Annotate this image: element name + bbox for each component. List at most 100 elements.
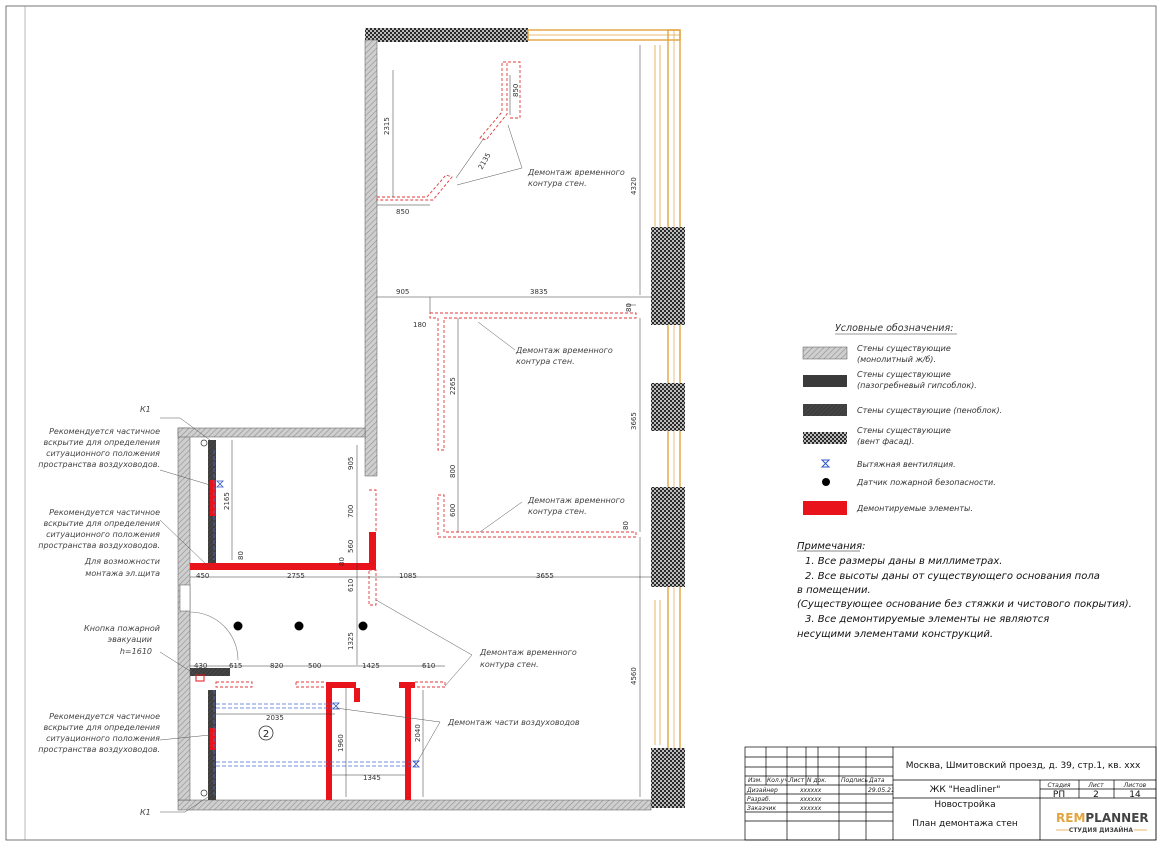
- demolish-wall-lower-v2: [405, 682, 411, 800]
- svg-text:14: 14: [1129, 790, 1141, 800]
- svg-text:Кнопка пожарной: Кнопка пожарной: [84, 624, 160, 633]
- dim-2165: 2165: [223, 492, 231, 510]
- wall-bottom: [177, 799, 652, 811]
- svg-text:Рекомендуется частичное: Рекомендуется частичное: [49, 427, 160, 436]
- pier-right-3: [651, 487, 685, 587]
- dim-905-b: 905: [347, 457, 355, 470]
- demolish-wall-horizontal: [190, 563, 370, 570]
- demolish-wall-vertical: [369, 532, 376, 570]
- svg-text:Рекомендуется частичное: Рекомендуется частичное: [49, 712, 160, 721]
- svg-text:Демонтируемые элементы.: Демонтируемые элементы.: [856, 504, 973, 513]
- partition-horizontal: [190, 668, 230, 676]
- svg-text:29.05.21: 29.05.21: [868, 787, 895, 794]
- vent-icon: [216, 480, 420, 768]
- svg-text:пространства воздуховодов.: пространства воздуховодов.: [38, 541, 160, 550]
- left-note-4: Рекомендуется частичное вскрытие для опр…: [38, 712, 160, 754]
- wall-top-facade: [365, 28, 528, 42]
- svg-text:Стены существующие (пеноблок).: Стены существующие (пеноблок).: [857, 406, 1002, 415]
- svg-text:xxxxxx: xxxxxx: [799, 796, 822, 803]
- svg-text:несущими элементами конструкци: несущими элементами конструкций.: [797, 629, 993, 640]
- svg-text:h=1610: h=1610: [120, 647, 152, 656]
- svg-text:вскрытие для определения: вскрытие для определения: [43, 723, 160, 732]
- svg-text:Разраб.: Разраб.: [747, 796, 771, 803]
- dim-800: 800: [449, 465, 457, 478]
- svg-text:Стадия: Стадия: [1047, 782, 1070, 789]
- legend-swatch-gypsum: [803, 375, 847, 387]
- dim-1085: 1085: [399, 572, 417, 580]
- dim-2315: 2315: [383, 117, 391, 135]
- svg-text:Вытяжная вентиляция.: Вытяжная вентиляция.: [857, 460, 956, 469]
- svg-text:Дата: Дата: [868, 777, 885, 784]
- dim-850-vertical: 850: [512, 84, 520, 97]
- svg-text:(пазогребневый гипсоблок).: (пазогребневый гипсоблок).: [857, 381, 977, 390]
- dim-80: 80: [625, 303, 633, 312]
- callout-demontazh-2-line1: Демонтаж временного: [515, 346, 613, 355]
- dim-850: 850: [396, 208, 409, 216]
- svg-text:Датчик пожарной безопасности.: Датчик пожарной безопасности.: [856, 478, 996, 487]
- left-note-3: Кнопка пожарной эвакуации h=1610: [84, 624, 160, 656]
- dim-180: 180: [413, 321, 426, 329]
- svg-text:(монолитный ж/б).: (монолитный ж/б).: [857, 355, 936, 364]
- title-sheet-name: План демонтажа стен: [912, 819, 1018, 829]
- title-building: Новостройка: [934, 800, 995, 810]
- dimension-lines: [190, 45, 651, 797]
- dim-80-d: 80: [237, 551, 245, 560]
- svg-text:1. Все размеры даны в милл: 1. Все размеры даны в миллиметрах.: [805, 556, 1002, 567]
- label-k1-top: К1: [140, 405, 151, 414]
- callout-demontazh-2-line2: контура стен.: [516, 357, 575, 366]
- svg-text:xxxxxx: xxxxxx: [799, 787, 822, 794]
- callout-demontazh-4-line1: Демонтаж временного: [479, 648, 577, 657]
- dim-4560: 4560: [630, 667, 638, 685]
- legend: Условные обозначения: Стены существующие…: [802, 323, 1002, 515]
- dim-2135: 2135: [477, 152, 493, 171]
- legend-vent-icon: [820, 459, 831, 468]
- legend-swatch-facade: [803, 432, 847, 444]
- svg-text:2: 2: [1093, 790, 1099, 800]
- sheet-frame: [5, 5, 1157, 841]
- svg-text:Лист: Лист: [788, 777, 805, 784]
- dim-905: 905: [396, 288, 409, 296]
- logo-subtitle: СТУДИЯ ДИЗАЙНА: [1069, 826, 1134, 834]
- svg-text:(Существующее основание без ст: (Существующее основание без стяжки и чис…: [797, 598, 1132, 610]
- legend-swatch-demolish: [803, 501, 847, 515]
- svg-text:ситуационного положения: ситуационного положения: [46, 734, 160, 743]
- dim-3835: 3835: [530, 288, 548, 296]
- svg-text:Кол.уч.: Кол.уч.: [767, 777, 790, 784]
- svg-text:пространства воздуховодов.: пространства воздуховодов.: [38, 745, 160, 754]
- wall-top-lower: [177, 427, 366, 438]
- svg-text:пространства воздуховодов.: пространства воздуховодов.: [38, 460, 160, 469]
- legend-swatch-foam: [803, 404, 847, 416]
- dim-500: 500: [308, 662, 321, 670]
- demolish-wall-small-2: [210, 728, 216, 750]
- svg-text:Стены существующие: Стены существующие: [857, 344, 951, 353]
- title-address: Москва, Шмитовский проезд, д. 39, стр.1,…: [906, 761, 1141, 771]
- floor-plan: 2 2315 850 850 2: [159, 28, 685, 813]
- svg-text:Стены существующие: Стены существующие: [857, 426, 951, 435]
- room-number: 2: [263, 729, 269, 740]
- svg-text:ситуационного положения: ситуационного положения: [46, 530, 160, 539]
- dim-2755: 2755: [287, 572, 305, 580]
- demolish-wall-small-1: [210, 480, 216, 516]
- title-project: ЖК "Headliner": [930, 785, 1001, 795]
- dim-2035: 2035: [266, 714, 284, 722]
- dim-560: 560: [347, 540, 355, 553]
- dim-1325: 1325: [347, 632, 355, 650]
- air-ducts: [213, 450, 416, 795]
- svg-text:Лист: Лист: [1087, 782, 1104, 789]
- legend-title: Условные обозначения:: [835, 323, 953, 334]
- temporary-contours: [215, 61, 637, 688]
- dim-80-b: 80: [622, 521, 630, 530]
- svg-text:2. Все высоты даны от суще: 2. Все высоты даны от существующего осно…: [805, 571, 1100, 582]
- dim-610-b: 610: [422, 662, 435, 670]
- svg-text:Рекомендуется частичное: Рекомендуется частичное: [49, 508, 160, 517]
- wall-left-upper: [364, 39, 378, 477]
- svg-text:N док.: N док.: [807, 777, 827, 784]
- svg-text:Листов: Листов: [1123, 782, 1147, 789]
- callout-demontazh-1-line2: контура стен.: [528, 179, 587, 188]
- notes: Примечания: 1. Все размеры даны в миллим…: [797, 541, 1132, 640]
- callout-demontazh-1-line1: Демонтаж временного: [527, 168, 625, 177]
- title-block-text: Изм. Кол.уч. Лист N док. Подпись Дата Ди…: [746, 761, 1149, 834]
- svg-text:Для возможности: Для возможности: [84, 557, 160, 566]
- dim-600: 600: [449, 504, 457, 517]
